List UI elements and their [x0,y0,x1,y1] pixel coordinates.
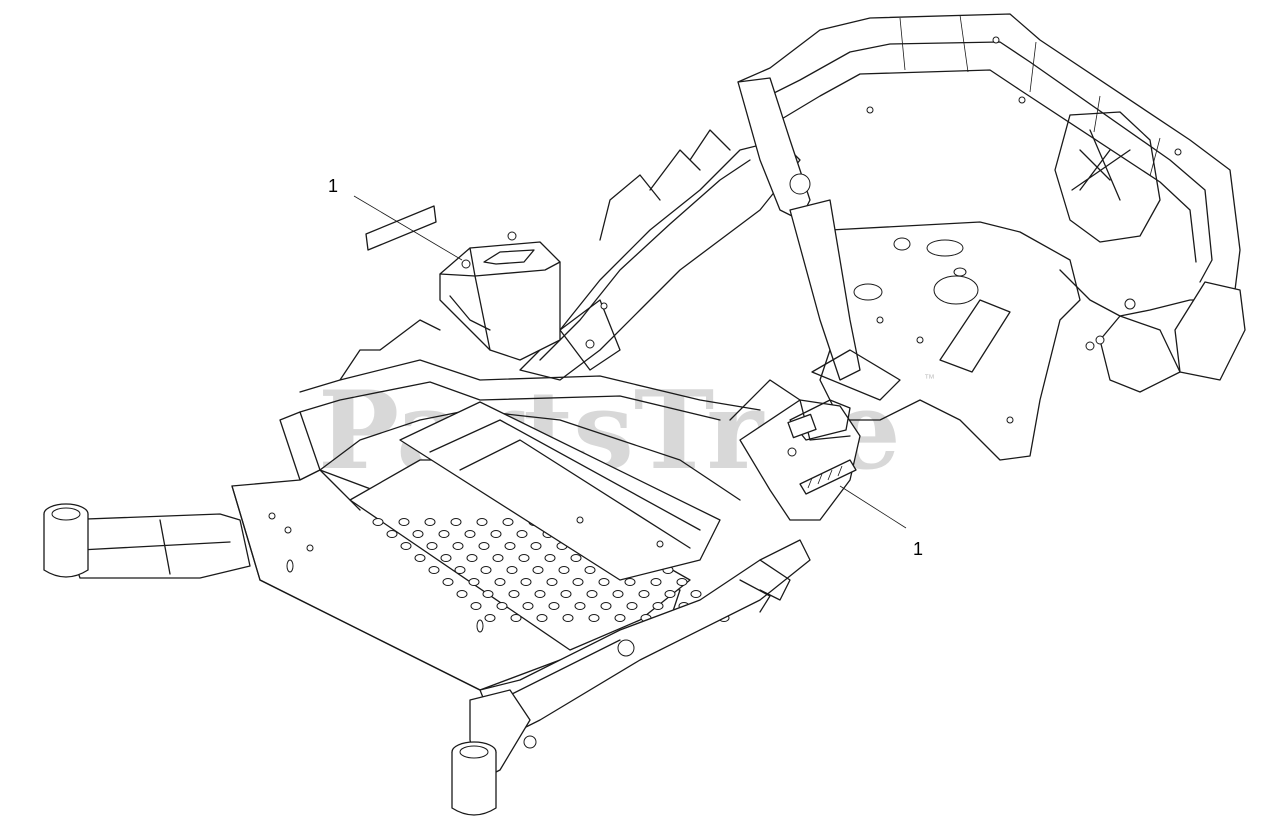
platform-hole [496,602,508,610]
platform-hole [450,518,462,526]
rear-bumper [737,13,1246,393]
platform-hole [400,542,412,550]
platform-hole [690,590,702,598]
platform-hole [546,578,558,586]
platform-hole [510,614,522,622]
platform-hole [518,554,530,562]
front-right-rail [451,539,811,816]
platform-hole [442,578,454,586]
platform-hole [466,554,478,562]
callout-1-right: 1 [913,539,923,559]
left-control-tower [439,231,561,361]
watermark-trademark: ™ [924,373,935,385]
platform-hole [468,578,480,586]
platform-hole [424,518,436,526]
platform-hole [386,530,398,538]
platform-hole [372,518,384,526]
mower-frame-drawing: 1 1 [43,13,1246,816]
platform-hole [452,542,464,550]
left-side-rail [519,77,861,381]
platform-hole [598,578,610,586]
platform-hole [544,554,556,562]
platform-hole [532,566,544,574]
platform-hole [504,542,516,550]
platform-hole [558,566,570,574]
platform-hole [502,518,514,526]
right-control-tower [729,349,901,521]
leader-lines [353,195,907,529]
decal-part [365,205,437,251]
platform-hole [572,578,584,586]
platform-hole [574,602,586,610]
seat-pan [399,401,721,581]
platform-hole [480,566,492,574]
platform-hole [534,590,546,598]
platform-hole [456,590,468,598]
platform-hole [676,578,688,586]
platform-hole [612,590,624,598]
engine-deck [819,111,1161,461]
platform-hole [478,542,490,550]
callouts: 1 1 [328,176,923,559]
platform-hole [560,590,572,598]
platform-hole [652,602,664,610]
platform-hole [508,590,520,598]
platform-hole [428,566,440,574]
platform-hole [506,566,518,574]
platform-hole [476,518,488,526]
platform-hole [562,614,574,622]
platform-hole [600,602,612,610]
platform-hole [440,554,452,562]
platform-hole [484,614,496,622]
platform-hole [454,566,466,574]
platform-hole [650,578,662,586]
platform-hole [584,566,596,574]
platform-hole [426,542,438,550]
front-axle-bar [43,503,251,579]
platform-hole [614,614,626,622]
platform-hole [638,590,650,598]
platform-hole [482,590,494,598]
platform-hole [414,554,426,562]
platform-hole [470,602,482,610]
platform-hole [522,602,534,610]
platform-hole [412,530,424,538]
platform-hole [586,590,598,598]
platform-hole [438,530,450,538]
platform-hole [520,578,532,586]
platform-hole [664,590,676,598]
platform-hole [492,554,504,562]
platform-hole [490,530,502,538]
platform-hole [494,578,506,586]
platform-hole [626,602,638,610]
platform-hole [548,602,560,610]
platform-hole [530,542,542,550]
platform-hole [516,530,528,538]
platform-hole [570,554,582,562]
platform-hole [588,614,600,622]
callout-1-left: 1 [328,176,338,196]
platform-hole [536,614,548,622]
platform-hole [624,578,636,586]
platform-hole [398,518,410,526]
platform-hole [464,530,476,538]
